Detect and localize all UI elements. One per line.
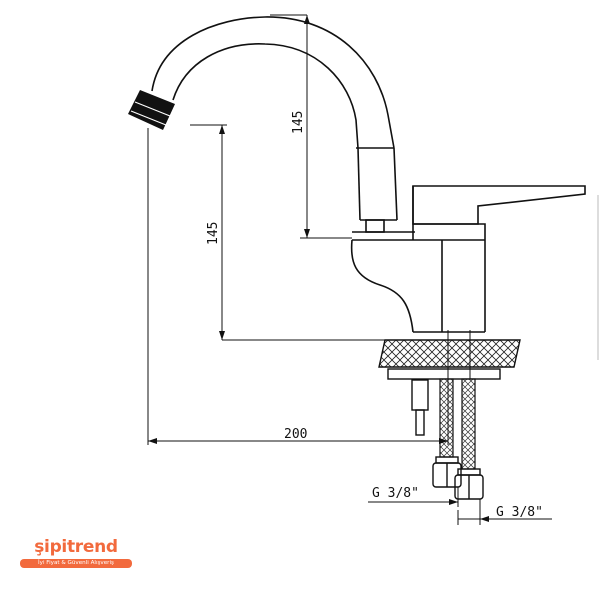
- countertop: [378, 339, 521, 368]
- reach-label: 200: [284, 427, 307, 442]
- aerator: [128, 90, 175, 130]
- dimension-arrows: [148, 15, 489, 522]
- brand-name: şipitrend: [34, 537, 118, 557]
- dimension-lines: [147, 14, 552, 525]
- connection-left-label: G 3/8": [372, 486, 419, 501]
- flexible-hoses: [439, 330, 476, 470]
- connection-right-label: G 3/8": [496, 505, 543, 520]
- hose-fittings: [432, 456, 484, 500]
- spout: [151, 16, 415, 233]
- outlet-height-label: 145: [206, 222, 221, 245]
- spout-height-label: 145: [291, 111, 306, 134]
- brand-tagline: İyi Fiyat & Güvenli Alışveriş: [20, 559, 132, 568]
- mixer-body: [350, 185, 586, 333]
- brand-logo: şipitrend İyi Fiyat & Güvenli Alışveriş: [20, 537, 132, 568]
